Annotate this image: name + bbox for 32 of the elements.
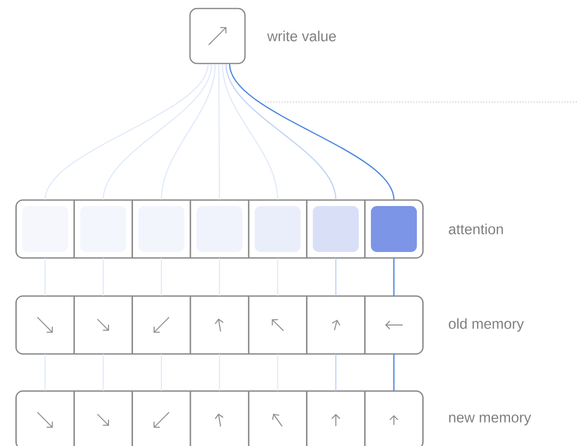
connector-line (229, 64, 394, 200)
attention-cell (73, 200, 133, 258)
row-label: new memory (449, 414, 532, 426)
memory-cell (306, 296, 366, 354)
attention-cell (248, 200, 308, 258)
memory-cell (73, 391, 133, 446)
connector-line (393, 354, 394, 391)
memory-cell (73, 296, 133, 354)
row-label: attention (448, 224, 503, 234)
memory-cell (132, 391, 192, 446)
connector-line (222, 64, 278, 200)
connector-line (335, 354, 336, 391)
attention-cell (364, 200, 423, 258)
connector-line (335, 258, 336, 296)
connector-line (393, 258, 394, 296)
row-label: old memory (448, 318, 524, 332)
memory-cell (132, 296, 192, 354)
connector-line (102, 64, 212, 200)
memory-cell (190, 391, 250, 446)
connector-line (225, 64, 336, 200)
attention-cell (132, 200, 192, 258)
memory-cell (364, 391, 423, 446)
box-label: write value (267, 30, 336, 42)
attention-cell (306, 200, 366, 258)
connector-line (160, 64, 216, 200)
memory-cell (364, 296, 423, 354)
memory-cell (248, 296, 308, 354)
memory-cell (306, 391, 366, 446)
connector-line (44, 64, 209, 200)
memory-cell (190, 296, 250, 354)
attention-cell (190, 200, 250, 258)
memory-cell (248, 391, 308, 446)
